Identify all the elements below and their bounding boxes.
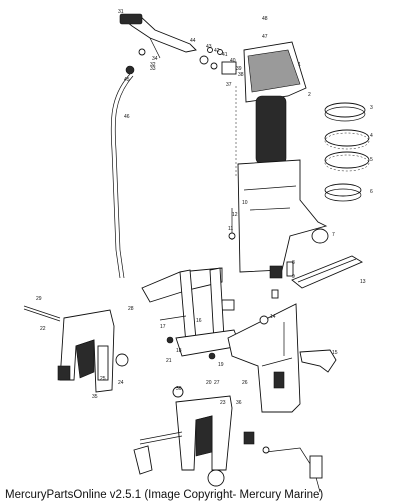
shift-handle-assembly: [119, 13, 237, 75]
callout-28: 28: [128, 306, 134, 312]
callout-42: 42: [214, 48, 220, 54]
callout-4: 4: [370, 133, 373, 139]
callout-27: 27: [214, 380, 220, 386]
bushing-rings: [311, 102, 370, 244]
callout-30: 30: [176, 386, 182, 392]
callout-33: 33: [150, 66, 156, 72]
shift-rod: [110, 73, 134, 279]
callout-24: 24: [118, 380, 124, 386]
callout-2: 2: [308, 92, 311, 98]
callout-labels: 3144434241403938373432334546123456789101…: [36, 9, 373, 406]
callout-39: 39: [236, 66, 242, 72]
callout-34: 34: [152, 56, 158, 62]
callout-44: 44: [190, 38, 196, 44]
callout-5: 5: [370, 157, 373, 163]
callout-9: 9: [292, 274, 295, 280]
callout-46: 46: [124, 114, 130, 120]
callout-38: 38: [238, 72, 244, 78]
callout-48: 48: [262, 16, 268, 22]
transom-bracket: [227, 303, 337, 413]
callout-25: 25: [100, 376, 106, 382]
left-clamp-assembly: [23, 305, 129, 393]
callout-32: 32: [150, 62, 156, 68]
rubber-strip: [291, 255, 363, 289]
callout-13: 13: [360, 279, 366, 285]
callout-12: 12: [232, 212, 238, 218]
callout-26: 26: [242, 380, 248, 386]
callout-14: 14: [270, 314, 276, 320]
callout-19: 19: [218, 362, 224, 368]
callout-6: 6: [370, 189, 373, 195]
callout-18: 18: [176, 348, 182, 354]
callout-11: 11: [228, 226, 233, 232]
callout-20: 20: [206, 380, 212, 386]
swivel-bracket: [141, 267, 241, 360]
callout-36: 36: [236, 400, 242, 406]
drive-shaft-housing: [235, 41, 328, 273]
callout-16: 16: [196, 318, 202, 324]
callout-23: 23: [220, 400, 226, 406]
callout-17: 17: [160, 324, 166, 330]
callout-21: 21: [166, 358, 172, 364]
callout-15: 15: [332, 350, 338, 356]
small-hardware: [221, 208, 294, 311]
callout-1: 1: [298, 62, 301, 68]
bottom-clamp-assembly: [133, 386, 255, 487]
callout-41: 41: [222, 52, 228, 58]
callout-37: 37: [226, 82, 232, 88]
callout-29: 29: [36, 296, 42, 302]
callout-7: 7: [332, 232, 335, 238]
callout-8: 8: [292, 260, 295, 266]
callout-22: 22: [40, 326, 46, 332]
callout-3: 3: [370, 105, 373, 111]
diagram-caption: MercuryPartsOnline v2.5.1 (Image Copyrig…: [5, 489, 324, 501]
callout-31: 31: [118, 9, 124, 15]
callout-45: 45: [124, 77, 130, 83]
callout-47: 47: [262, 34, 268, 40]
callout-40: 40: [230, 58, 236, 64]
callout-35: 35: [92, 394, 98, 400]
tilt-lever: [262, 446, 323, 493]
callout-10: 10: [242, 200, 248, 206]
callout-43: 43: [206, 44, 212, 50]
